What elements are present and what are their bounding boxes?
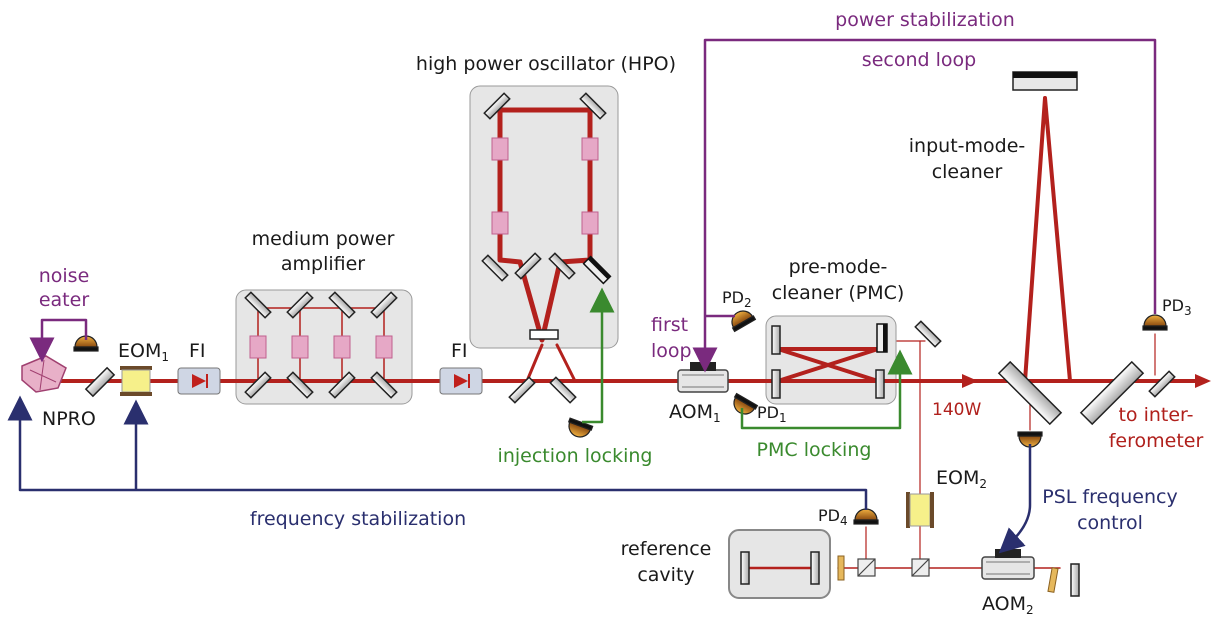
npro-label: NPRO bbox=[42, 408, 96, 430]
npro-crystal bbox=[21, 355, 67, 393]
aom2-device bbox=[981, 549, 1035, 580]
pd3-label: PD3 bbox=[1162, 296, 1192, 318]
fi2-label: FI bbox=[451, 340, 468, 362]
reference-cavity-enclosure bbox=[728, 529, 831, 599]
mirrors bbox=[84, 92, 1176, 597]
pd4-label: PD4 bbox=[818, 506, 848, 528]
pd1-label: PD1 bbox=[757, 403, 787, 425]
mpa-enclosure bbox=[235, 289, 413, 405]
fi1-label: FI bbox=[189, 340, 206, 362]
hpo-output-coupler bbox=[529, 329, 559, 340]
eom1-label: EOM1 bbox=[118, 340, 169, 364]
photodiodes bbox=[73, 310, 1168, 525]
eom2-device bbox=[906, 492, 934, 528]
waveplates bbox=[837, 555, 1059, 593]
faraday-isolator-1 bbox=[177, 367, 221, 395]
faraday-isolator-2 bbox=[439, 367, 483, 395]
beam-output-arrow bbox=[1195, 374, 1211, 388]
pmc-locking-label: PMC locking bbox=[757, 439, 872, 461]
beam-splitter-cubes bbox=[857, 558, 930, 577]
gain-media bbox=[249, 137, 599, 359]
eom1-device bbox=[120, 366, 152, 396]
curved-mirrors bbox=[582, 71, 1078, 353]
second-loop-label: second loop bbox=[862, 49, 976, 71]
pd2-label: PD2 bbox=[722, 288, 752, 310]
psl-frequency-control-loop bbox=[998, 444, 1032, 554]
frequency-stabilization-loop bbox=[7, 395, 868, 510]
injection-locking-loop bbox=[582, 287, 615, 424]
pmc-label: pre-mode-cleaner (PMC) bbox=[772, 256, 905, 304]
power-stabilization-second-loop bbox=[692, 38, 1157, 373]
to-interferometer-label: to inter-ferometer bbox=[1109, 404, 1204, 452]
power-label: 140W bbox=[932, 400, 981, 420]
eom2-label: EOM2 bbox=[936, 467, 987, 491]
aom1-device bbox=[677, 362, 729, 393]
noise-eater-loop bbox=[29, 318, 88, 363]
frequency-stabilization-label: frequency stabilization bbox=[250, 508, 466, 530]
injection-locking-label: injection locking bbox=[498, 445, 653, 467]
hpo-label: high power oscillator (HPO) bbox=[416, 53, 676, 75]
pmc-locking-loop bbox=[740, 349, 913, 430]
beam-direction-arrow bbox=[962, 374, 978, 388]
imc-label: input-mode-cleaner bbox=[909, 135, 1025, 183]
aom2-label: AOM2 bbox=[982, 593, 1034, 617]
aom1-label: AOM1 bbox=[669, 401, 721, 425]
power-stabilization-label: power stabilization bbox=[835, 9, 1015, 31]
